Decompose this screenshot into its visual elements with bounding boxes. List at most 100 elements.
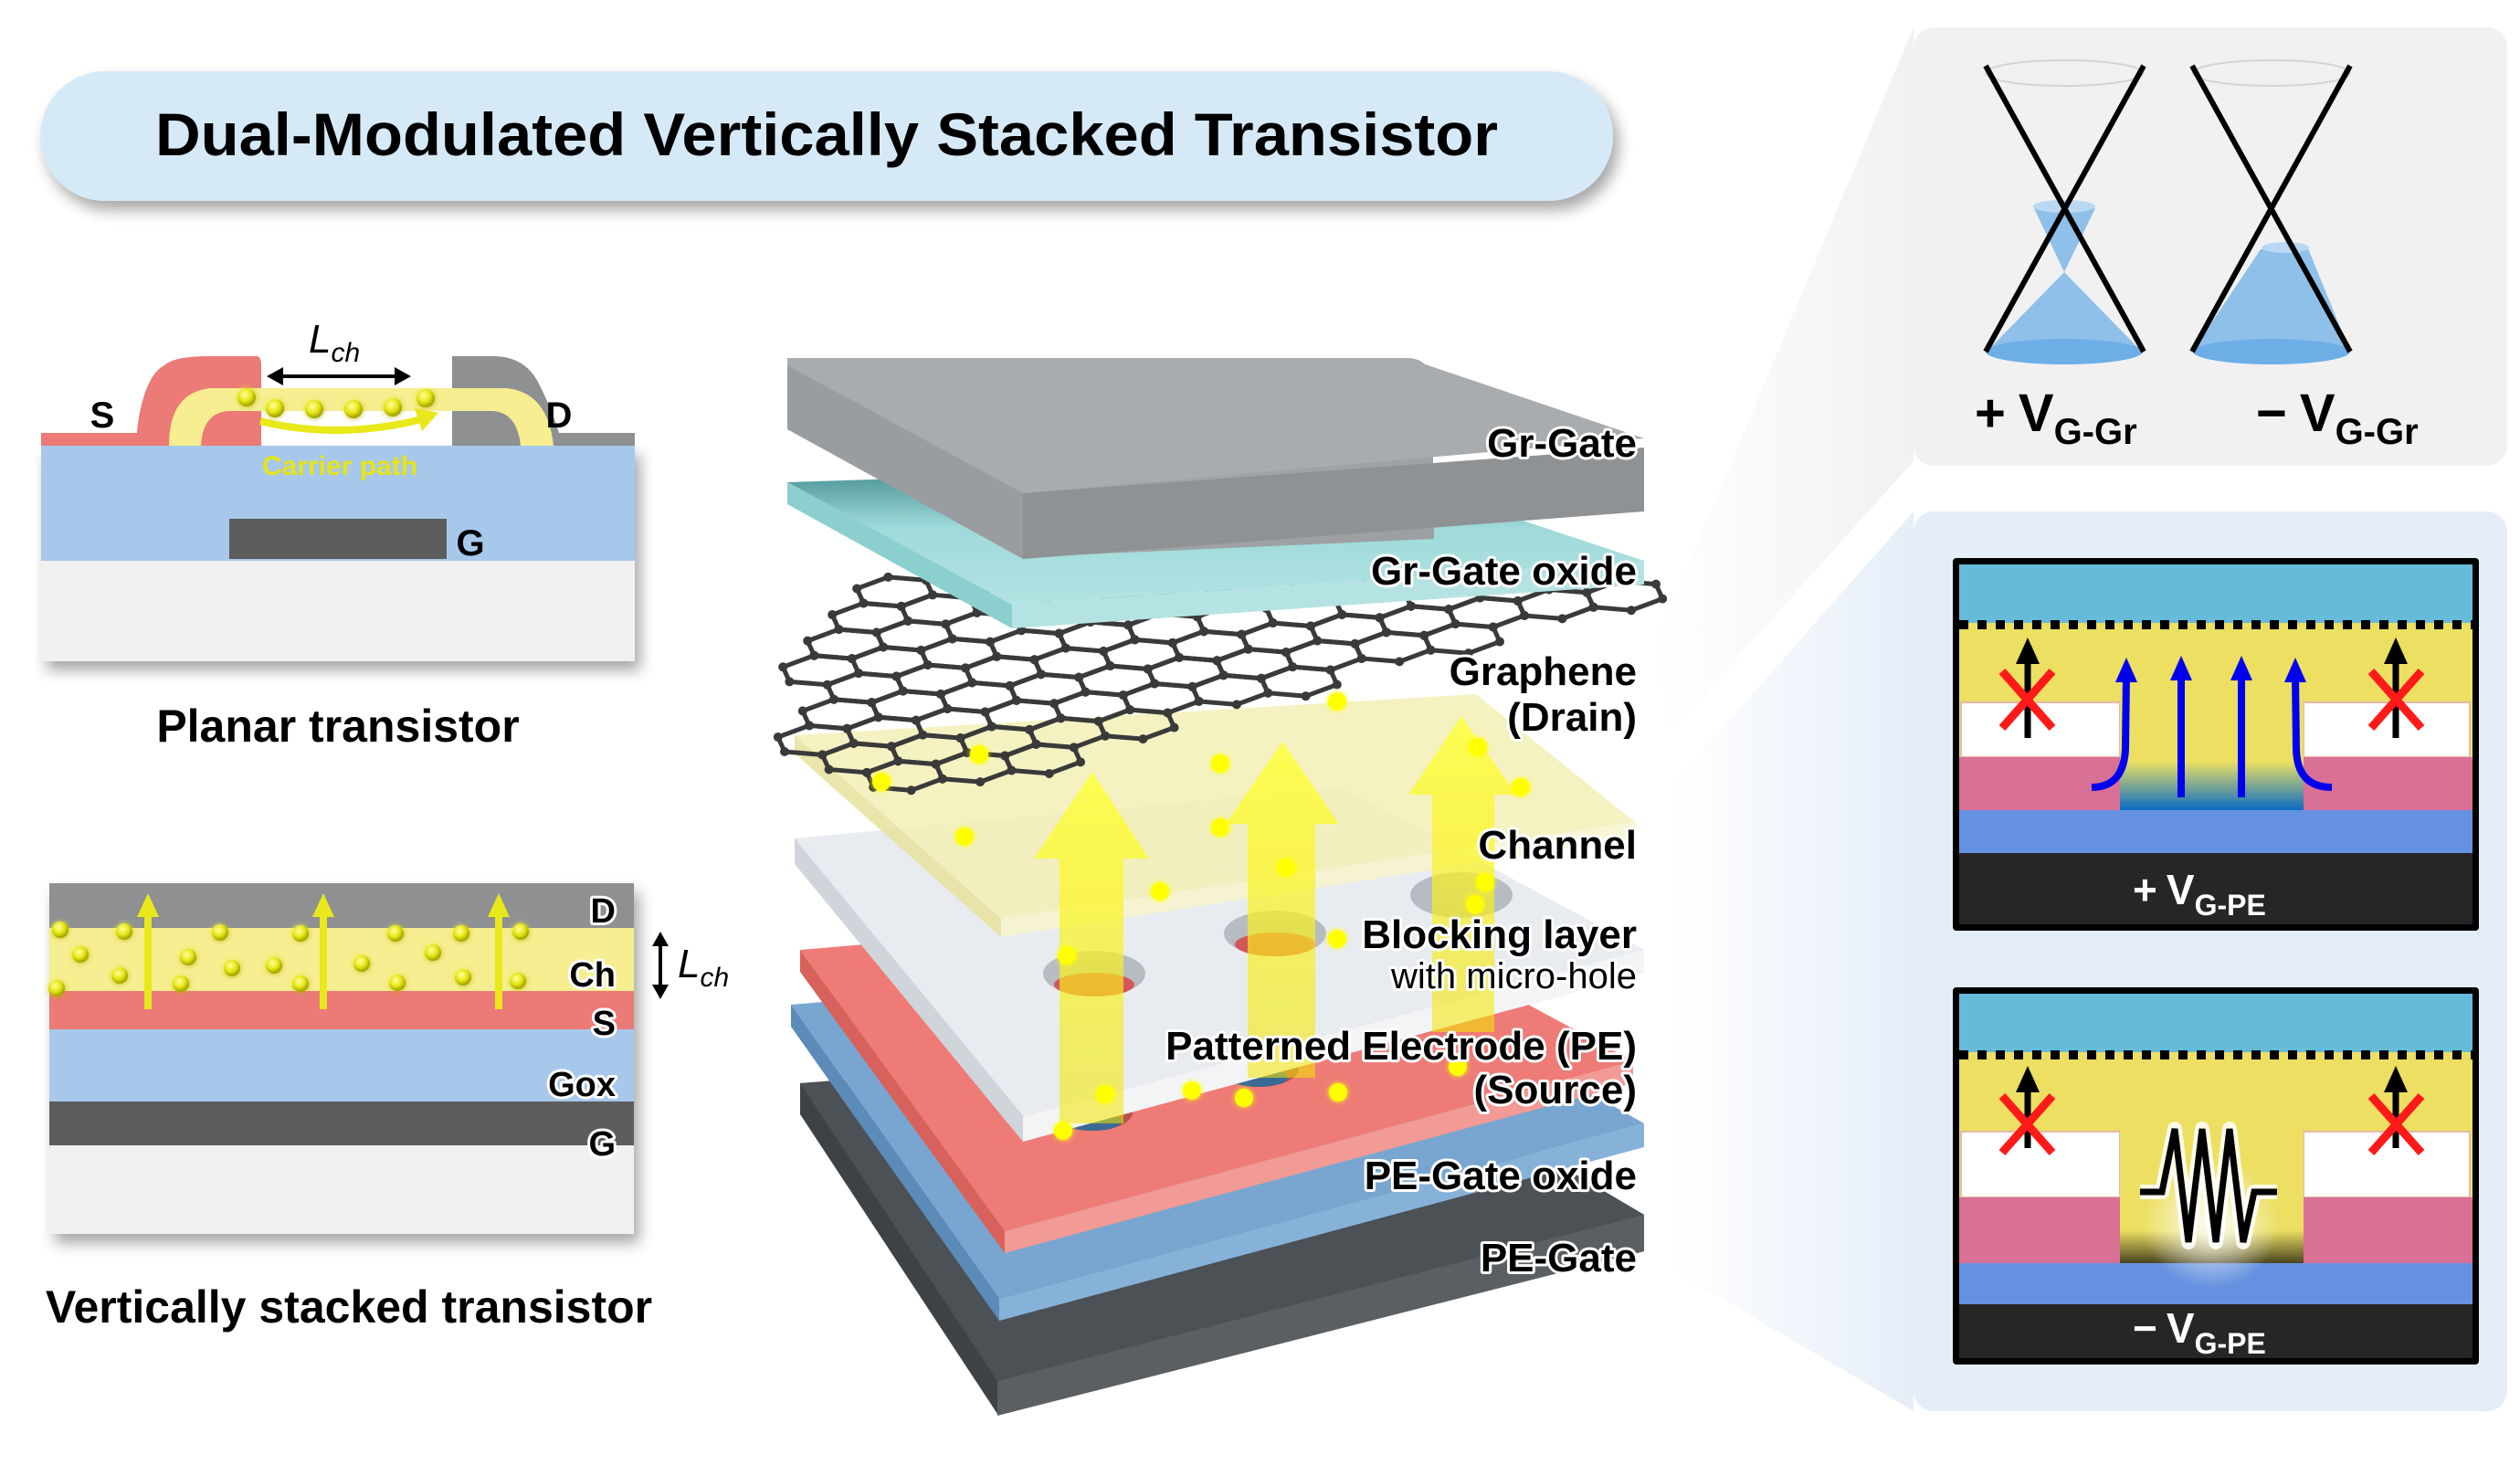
callout-wedge-bottom [1671,511,1914,1411]
vertical-lch-head-bot [652,985,669,999]
flow-arrow-head [312,893,334,917]
carbon-atom [1199,627,1208,637]
cone-fill-lower [1987,272,2142,361]
carbon-atom [822,680,832,690]
cone-line [1983,64,2146,353]
carbon-atom [1069,743,1079,753]
block-x-icon [2367,669,2425,731]
vertical-substrate [49,1145,634,1234]
graphene-hexagon [1352,629,1434,664]
graphene-hexagon [1445,595,1528,630]
carbon-atom [986,722,996,732]
stack-label-graphene: Graphene [1450,649,1637,694]
carrier-dot [387,925,404,942]
carbon-atom [906,785,916,796]
carbon-atom [1588,602,1598,612]
carbon-atom [1495,637,1504,647]
dirac-cone-negative: −VG-Gr [2189,59,2419,452]
carrier-dot [1469,738,1487,756]
flow-arrow [1034,772,1149,1123]
carbon-atom [992,651,1002,661]
carbon-atom [1426,645,1436,655]
flow-arrow [1226,742,1339,1078]
inset-pe-gate [1959,1304,2473,1358]
graphene-hexagon [804,627,887,661]
planar-transistor: Lch Carrier path S D G Planar transistor [41,317,635,752]
carrier-dot [1211,818,1229,837]
carbon-atom [849,738,859,748]
carbon-atom [891,671,902,681]
blocked-arrow-left [1998,1066,2056,1155]
planar-carriers [237,388,435,418]
carbon-atom [1000,751,1010,761]
carbon-atom [847,654,857,664]
carbon-atom [1130,635,1140,645]
carbon-atom [817,750,828,760]
carbon-atom [1076,757,1085,767]
flow-arrow-head [137,893,159,917]
stack-carriers [872,692,1530,1140]
carbon-atom [842,723,852,733]
carbon-atom [947,634,957,644]
blocked-arrow-right [2367,1066,2425,1155]
carbon-atom [1627,606,1636,616]
carbon-atom [972,607,982,617]
carrier-dot [116,923,132,940]
carbon-atom [1488,622,1498,632]
carrier-path-arrowhead [415,408,438,431]
carbon-atom [1582,587,1592,597]
carbon-atom [931,759,941,769]
flow-arrow-head [488,893,510,917]
carbon-atom [879,642,888,652]
carbon-atom [805,721,814,731]
carbon-atom [1011,695,1021,705]
carrier-dot [1183,1081,1201,1100]
carrier-dot [1054,1122,1072,1140]
stack-label-pe-sub: (Source) [1474,1068,1637,1112]
callout-wedge-top [1653,27,1914,731]
carbon-atom [1105,661,1115,671]
carrier-dot [111,967,128,984]
vertical-lch-label: Lch [678,942,729,993]
inset-gr-gate-oxide [1959,564,2473,623]
carbon-atom [1099,647,1109,657]
carbon-atom [780,747,789,756]
carbon-atom [1143,664,1153,674]
carbon-atom [1187,681,1197,691]
carbon-atom [1325,665,1335,675]
graphene-hexagon [986,627,1070,662]
carbon-atom [1169,722,1179,732]
graphene-hexagon [799,697,881,732]
carbon-atom [1175,652,1184,662]
planar-label-d: D [546,395,573,436]
carrier-dot [510,973,526,989]
carrier-dot [266,399,284,417]
carbon-atom [896,601,906,611]
carrier-dot [416,389,435,407]
carrier-dot [1151,882,1169,901]
carbon-atom [1005,680,1015,690]
carbon-atom [1237,629,1247,639]
carbon-atom [986,637,995,647]
carbon-atom [928,590,937,600]
carrier-dot [970,745,988,764]
flow-arrow-shaft [144,913,152,1009]
stack-label-pe-gate-oxide: PE-Gate oxide [1365,1154,1637,1198]
stack-label-pe: Patterned Electrode (PE) [1165,1024,1637,1069]
vertical-label-s: S [593,1005,616,1043]
flow-arrow-shaft [495,913,502,1009]
carbon-atom [1520,610,1529,620]
carbon-atom [887,742,896,752]
carrier-dot [389,975,406,991]
carbon-atom [778,662,788,672]
carbon-atom [936,690,945,699]
carbon-atom [1007,765,1017,775]
carbon-atom [1081,687,1091,697]
carrier-dot [173,975,189,992]
block-x-icon [2367,1093,2425,1155]
blocked-arrow-right [2367,638,2425,738]
carbon-atom [859,598,869,608]
carbon-atom [1212,656,1222,666]
inset-on-state: +VG-PE [1953,558,2479,931]
graphene-hexagon [853,574,936,609]
